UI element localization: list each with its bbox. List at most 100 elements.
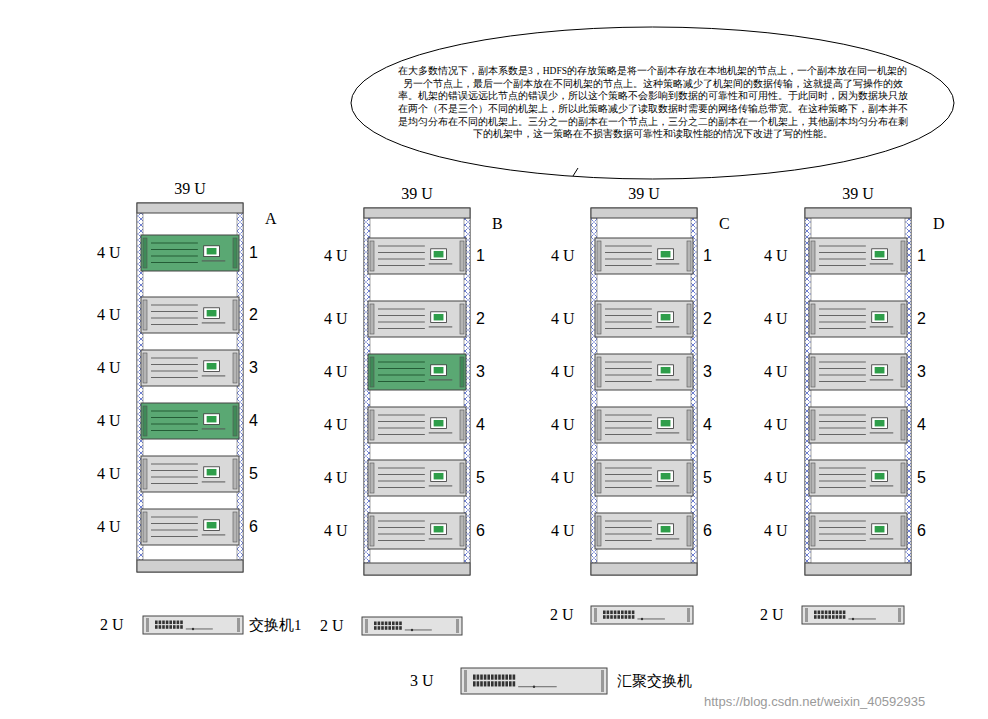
server-unit	[809, 354, 907, 390]
unit-height: 2 U	[320, 618, 344, 634]
server-unit	[595, 238, 693, 274]
server-unit	[809, 238, 907, 274]
server-number: 5	[703, 470, 712, 486]
unit-height: 4 U	[551, 364, 575, 380]
unit-height: 4 U	[97, 307, 121, 323]
server-number: 1	[703, 248, 712, 264]
switch-label: 汇聚交换机	[617, 674, 692, 689]
unit-height: 4 U	[764, 417, 788, 433]
unit-height: 4 U	[324, 417, 348, 433]
server-unit	[368, 407, 466, 443]
unit-height: 4 U	[97, 360, 121, 376]
server-number: 4	[917, 417, 926, 433]
unit-height: 4 U	[551, 248, 575, 264]
server-number: 6	[249, 519, 258, 535]
network-switch	[802, 606, 904, 624]
server-number: 2	[703, 311, 712, 327]
unit-height: 4 U	[551, 311, 575, 327]
network-switch	[461, 668, 607, 694]
server-rack: 39 UD	[805, 208, 911, 575]
server-unit	[368, 513, 466, 549]
unit-height: 4 U	[324, 311, 348, 327]
unit-height: 4 U	[97, 245, 121, 261]
server-rack: 39 UC	[591, 208, 697, 575]
server-unit	[141, 350, 239, 386]
leader-tick	[573, 168, 578, 176]
server-number: 3	[703, 364, 712, 380]
rack-height: 39 U	[805, 186, 911, 202]
server-number: 5	[249, 466, 258, 482]
unit-height: 4 U	[764, 248, 788, 264]
server-number: 2	[476, 311, 485, 327]
server-number: 1	[917, 248, 926, 264]
server-number: 3	[917, 364, 926, 380]
server-unit	[595, 460, 693, 496]
server-unit	[595, 513, 693, 549]
rack-letter: C	[719, 216, 730, 232]
unit-height: 4 U	[551, 417, 575, 433]
unit-height: 4 U	[324, 523, 348, 539]
network-switch	[591, 606, 693, 624]
server-number: 3	[476, 364, 485, 380]
server-number: 4	[249, 413, 258, 429]
unit-height: 4 U	[551, 523, 575, 539]
unit-height: 4 U	[764, 470, 788, 486]
server-unit	[595, 301, 693, 337]
server-number: 6	[917, 523, 926, 539]
rack-letter: B	[492, 216, 503, 232]
unit-height: 4 U	[551, 470, 575, 486]
server-unit	[141, 509, 239, 545]
note-outline	[350, 26, 955, 180]
unit-height: 2 U	[760, 607, 784, 623]
switch-label: 交换机1	[249, 618, 302, 633]
rack-frame	[591, 208, 697, 575]
unit-height: 4 U	[97, 466, 121, 482]
unit-height: 3 U	[410, 673, 434, 689]
server-number: 1	[249, 245, 258, 261]
unit-height: 4 U	[97, 413, 121, 429]
server-unit	[368, 354, 466, 390]
server-unit	[141, 456, 239, 492]
unit-height: 4 U	[764, 364, 788, 380]
rack-frame	[137, 203, 243, 572]
rack-height: 39 U	[137, 181, 243, 197]
server-number: 4	[476, 417, 485, 433]
unit-height: 2 U	[100, 617, 124, 633]
rack-letter: A	[265, 211, 277, 227]
server-unit	[141, 403, 239, 439]
server-unit	[595, 354, 693, 390]
network-switch	[143, 616, 243, 634]
note-text: 在大多数情况下，副本系数是3，HDFS的存放策略是将一个副本存放在本地机架的节点…	[395, 65, 910, 140]
unit-height: 2 U	[550, 607, 574, 623]
rack-frame	[364, 208, 470, 575]
server-rack: 39 UB	[364, 208, 470, 575]
server-unit	[368, 301, 466, 337]
rack-letter: D	[933, 216, 945, 232]
server-unit	[368, 460, 466, 496]
server-number: 5	[917, 470, 926, 486]
server-unit	[809, 513, 907, 549]
network-switch	[362, 617, 462, 635]
server-unit	[141, 297, 239, 333]
server-unit	[595, 407, 693, 443]
server-number: 2	[917, 311, 926, 327]
server-number: 4	[703, 417, 712, 433]
server-unit	[809, 460, 907, 496]
server-unit	[368, 238, 466, 274]
unit-height: 4 U	[324, 248, 348, 264]
rack-frame	[805, 208, 911, 575]
rack-height: 39 U	[591, 186, 697, 202]
unit-height: 4 U	[764, 523, 788, 539]
unit-height: 4 U	[764, 311, 788, 327]
rack-height: 39 U	[364, 186, 470, 202]
server-number: 6	[476, 523, 485, 539]
server-number: 3	[249, 360, 258, 376]
server-number: 6	[703, 523, 712, 539]
server-unit	[809, 407, 907, 443]
unit-height: 4 U	[324, 364, 348, 380]
server-unit	[809, 301, 907, 337]
unit-height: 4 U	[97, 519, 121, 535]
